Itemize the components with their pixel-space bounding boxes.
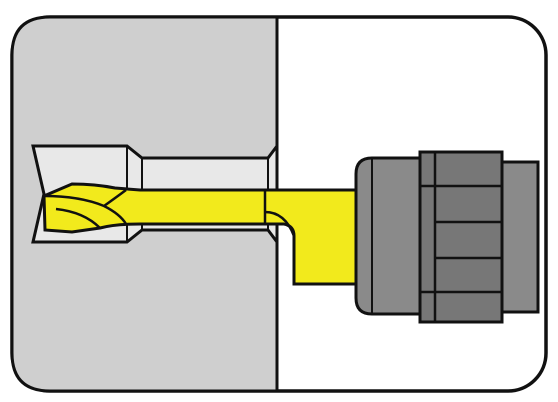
boring-bar-shoulder-line [264,210,296,237]
cutting-tip-edge [103,188,127,208]
toolholder-shank [500,160,540,314]
toolholder-collet-nut [418,150,504,324]
toolholder-body [354,156,422,316]
cutting-tip-flute [55,207,101,229]
